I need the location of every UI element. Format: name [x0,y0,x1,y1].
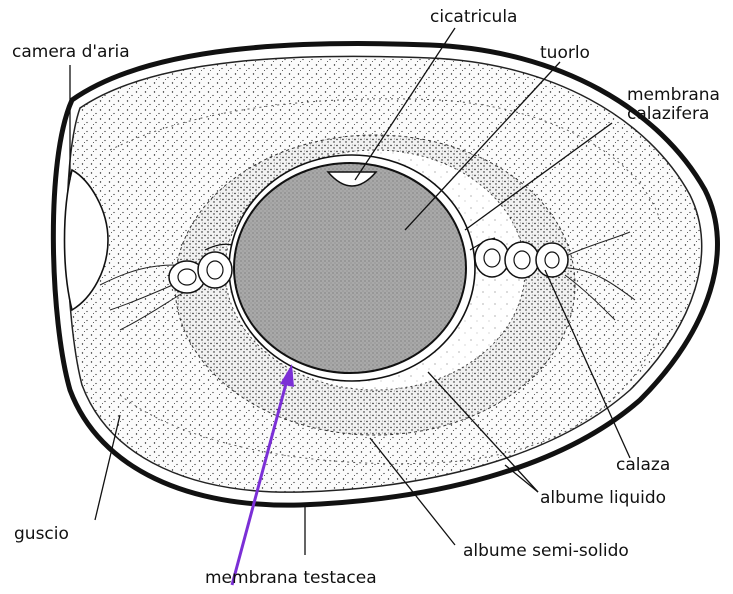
label-tuorlo: tuorlo [540,43,590,63]
label-calaza: calaza [616,455,670,475]
yolk [234,163,466,373]
label-albume-semi-solido: albume semi-solido [463,541,629,561]
label-cicatricula: cicatricula [430,7,517,27]
label-calazifera: calazifera [627,104,709,124]
label-membrana-testacea: membrana testacea [205,568,377,588]
label-camera-aria: camera d'aria [12,42,130,62]
label-membrana: membrana [627,85,720,105]
label-albume-liquido: albume liquido [540,488,666,508]
label-guscio: guscio [14,524,69,544]
